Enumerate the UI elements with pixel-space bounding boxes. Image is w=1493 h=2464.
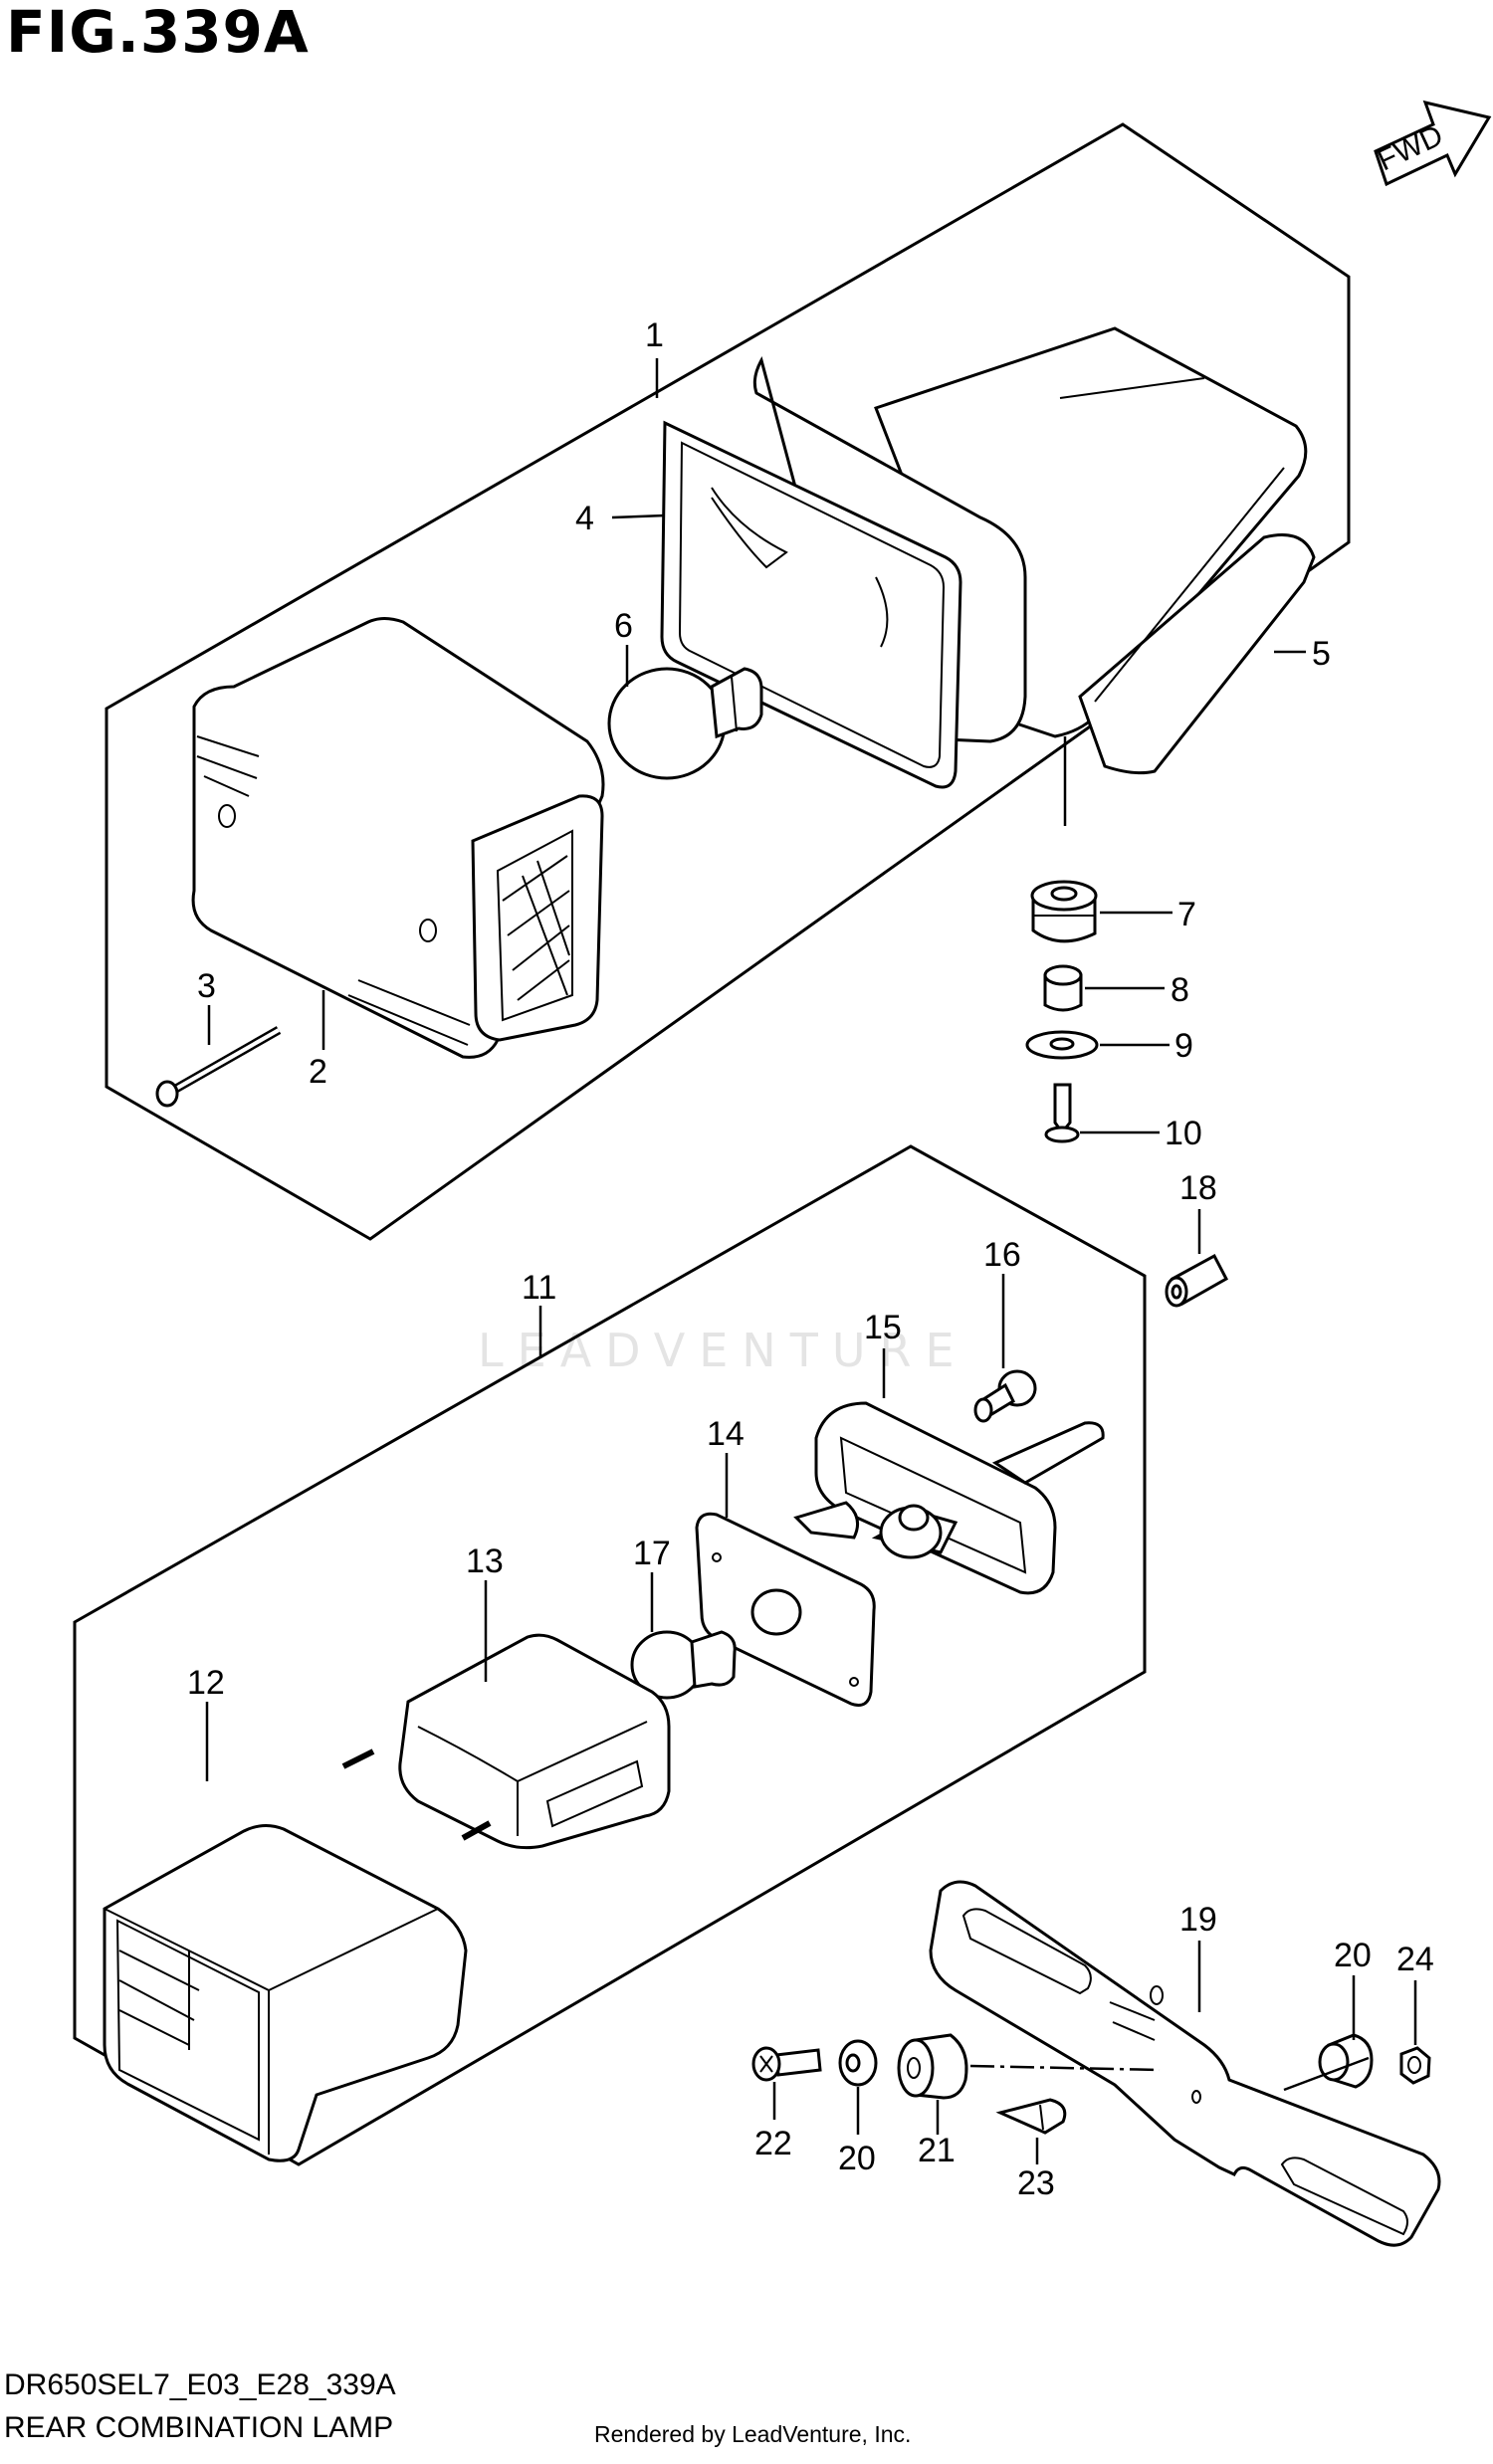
callout-16: 16 <box>983 1236 1021 1274</box>
callout-18: 18 <box>1179 1169 1217 1207</box>
part-12-lamp-body <box>103 1748 492 2162</box>
callout-20-right: 20 <box>1334 1937 1372 1974</box>
callout-19: 19 <box>1179 1901 1217 1939</box>
leader-lines <box>205 358 1417 2164</box>
part-24-nut <box>1399 2046 1431 2085</box>
part-16-grommet <box>973 1369 1037 1423</box>
callout-22: 22 <box>754 2125 792 2162</box>
callout-17: 17 <box>633 1535 671 1572</box>
callout-7: 7 <box>1177 896 1196 933</box>
part-23-clip <box>995 2098 1067 2135</box>
callout-9: 9 <box>1174 1027 1193 1065</box>
callout-12: 12 <box>187 1664 225 1702</box>
callout-20-left: 20 <box>838 2140 876 2177</box>
assembly-1-outline <box>105 122 1351 1241</box>
callout-6: 6 <box>614 607 633 645</box>
part-6-bulb <box>607 667 763 780</box>
part-14-gasket <box>695 1512 876 1707</box>
part-8-collar <box>1043 964 1083 1012</box>
part-2-lens <box>191 617 605 1059</box>
drawing-name: REAR COMBINATION LAMP <box>4 2411 394 2444</box>
part-22-bolt <box>751 2046 822 2082</box>
callout-23: 23 <box>1017 2164 1055 2202</box>
part-9-washer <box>1025 1030 1099 1060</box>
callout-numbers: 1 2 3 4 5 6 7 8 9 10 11 12 13 14 15 16 1… <box>187 316 1434 2202</box>
part-10-screw <box>1044 1083 1080 1143</box>
drawing-code: DR650SEL7_E03_E28_339A <box>4 2368 396 2401</box>
part-19-bracket <box>929 1880 1441 2247</box>
part-20-collar-right <box>1318 2033 1374 2089</box>
part-13-lens <box>398 1633 671 1850</box>
callout-2: 2 <box>309 1053 327 1091</box>
callout-1: 1 <box>645 316 664 354</box>
callout-5: 5 <box>1312 635 1331 673</box>
rendered-by-credit: Rendered by LeadVenture, Inc. <box>594 2421 912 2447</box>
part-20-washer-left <box>838 2039 878 2087</box>
watermark: LEADVENTURE <box>478 1324 968 1377</box>
part-21-grommet <box>897 2033 968 2100</box>
figure-title: FIG.339A <box>6 0 310 66</box>
callout-24: 24 <box>1396 1941 1434 1978</box>
part-17-bulb <box>630 1630 737 1700</box>
assembly-11-outline <box>73 1144 1147 2166</box>
part-18-spacer <box>1165 1253 1228 1308</box>
callout-3: 3 <box>197 967 216 1005</box>
fwd-arrow-badge: FWD <box>1373 100 1492 187</box>
callout-4: 4 <box>575 500 594 537</box>
callout-21: 21 <box>918 2132 956 2169</box>
part-4-gasket-frame <box>660 420 962 789</box>
callout-14: 14 <box>707 1415 745 1453</box>
callout-10: 10 <box>1165 1115 1202 1152</box>
callout-15: 15 <box>864 1309 902 1346</box>
callout-8: 8 <box>1171 971 1189 1009</box>
callout-13: 13 <box>466 1542 504 1580</box>
part-15-lamp-housing <box>793 1401 1105 1595</box>
callout-11: 11 <box>522 1269 556 1307</box>
part-7-grommet <box>1030 880 1098 943</box>
part-3-screw <box>155 1026 282 1108</box>
